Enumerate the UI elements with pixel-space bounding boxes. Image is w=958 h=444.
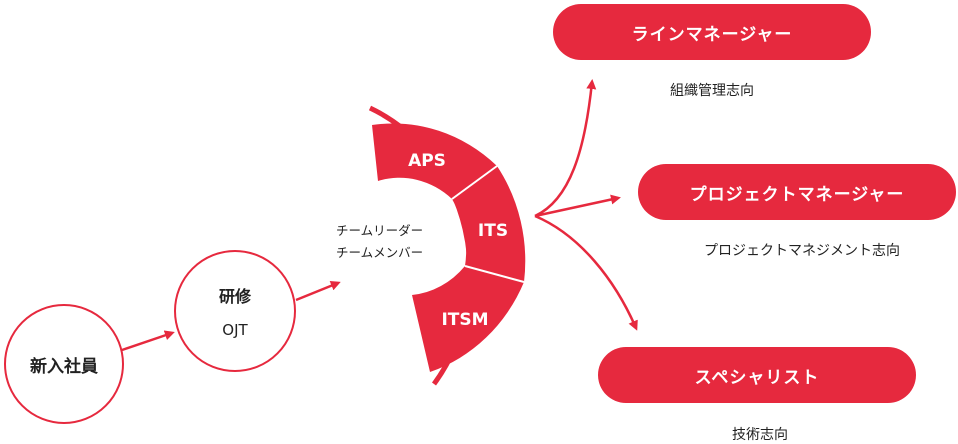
arc-label-itsm: ITSM: [441, 310, 488, 330]
arc-label-aps: APS: [408, 151, 446, 171]
new-employee-label: 新入社員: [30, 356, 98, 377]
line-manager-pill: ラインマネージャー: [553, 4, 871, 60]
specialist-caption: 技術志向: [732, 427, 788, 443]
arrow-to-project-manager: [534, 194, 621, 218]
arrow-to-line-manager: [534, 79, 597, 218]
specialist-title: スペシャリスト: [694, 367, 820, 388]
arc-separator-1: [451, 165, 498, 200]
arc-label-its: ITS: [478, 221, 508, 241]
arc-segment-itsm: [412, 266, 524, 372]
team-member-label: チームメンバー: [336, 245, 424, 260]
project-manager-caption: プロジェクトマネジメント志向: [704, 243, 900, 259]
project-manager-pill: プロジェクトマネージャー: [638, 164, 956, 220]
team-roles: チームリーダー チームメンバー: [336, 220, 423, 264]
arrow-newemployee-to-training: [121, 330, 175, 352]
arc-segment-aps: [372, 123, 497, 199]
training-circle: 研修 OJT: [174, 250, 296, 372]
training-title: 研修: [218, 287, 251, 306]
training-subtitle: OJT: [222, 321, 248, 339]
project-manager-title: プロジェクトマネージャー: [689, 184, 905, 205]
arc-separator-2: [464, 265, 525, 283]
line-manager-caption: 組織管理志向: [670, 83, 754, 99]
new-employee-circle: 新入社員: [4, 304, 124, 424]
team-leader-label: チームリーダー: [336, 223, 424, 238]
arrow-training-to-team: [295, 280, 341, 302]
arc-segment-its: [452, 166, 526, 282]
specialist-pill: スペシャリスト: [598, 347, 916, 403]
arrow-to-specialist: [534, 214, 638, 331]
line-manager-title: ラインマネージャー: [631, 24, 793, 45]
